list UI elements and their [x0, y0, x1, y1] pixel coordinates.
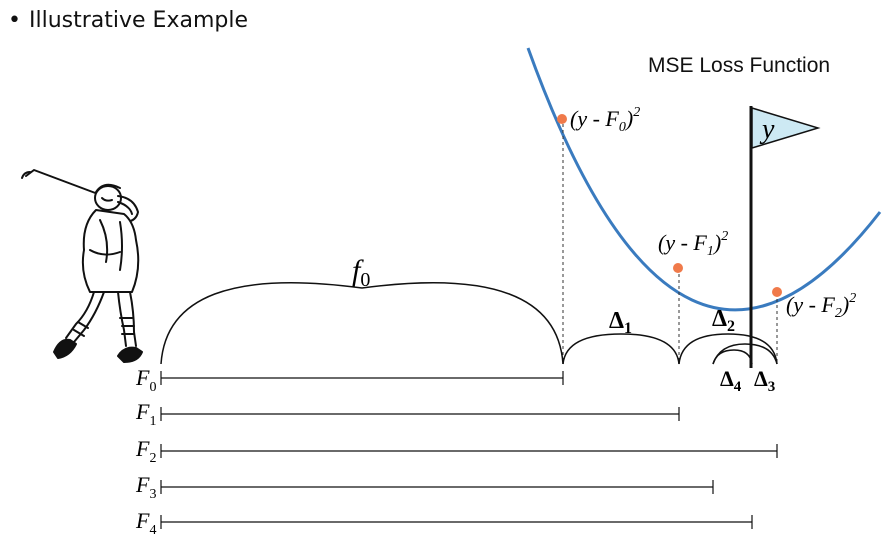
F-row-0: F0 — [135, 365, 564, 395]
bullet-dot: • — [8, 8, 21, 33]
F-row-1: F1 — [135, 399, 680, 429]
label-delta1: Δ1 — [609, 308, 632, 337]
step-arcs — [160, 282, 778, 365]
loss-label-F1: (y - F1)2 — [658, 229, 728, 259]
F-row-3: F3 — [135, 472, 714, 502]
bullet-heading: • Illustrative Example — [8, 8, 248, 33]
label-delta2: Δ2 — [712, 306, 735, 335]
label-f0: f0 — [352, 254, 370, 291]
F-row-4: F4 — [135, 508, 753, 538]
arc-delta1 — [562, 333, 680, 365]
row-label: F4 — [135, 508, 156, 538]
loss-label-F0: (y - F0)2 — [570, 105, 640, 135]
F-row-2: F2 — [135, 436, 778, 466]
loss-label-F2: (y - F2)2 — [786, 291, 856, 321]
row-label: F3 — [135, 472, 156, 502]
loss-point-F1 — [673, 263, 683, 273]
flag-icon: y — [749, 106, 821, 368]
golfer-legs — [65, 291, 95, 339]
flag-pennant — [751, 106, 821, 150]
golfer-shoes — [53, 338, 77, 359]
loss-point-F2 — [772, 287, 782, 297]
row-label: F2 — [135, 436, 156, 466]
arc-delta4 — [712, 349, 753, 365]
loss-function-title: MSE Loss Function — [648, 54, 831, 77]
row-label: F1 — [135, 399, 156, 429]
golf-club — [25, 169, 99, 195]
loss-point-F0 — [557, 114, 567, 124]
golfer-head — [94, 185, 122, 211]
arc-f0 — [160, 282, 564, 365]
arc-delta2 — [678, 333, 778, 365]
flag-label: y — [759, 114, 775, 145]
label-delta3: Δ3 — [754, 366, 775, 395]
label-delta4: Δ4 — [720, 366, 742, 395]
mse-loss-curve — [526, 47, 882, 312]
arc-delta3 — [712, 343, 778, 365]
row-label: F0 — [135, 365, 156, 395]
dashed-projection-lines — [562, 118, 778, 362]
golfer-illustration — [21, 169, 143, 363]
heading-text: Illustrative Example — [28, 8, 248, 33]
golfer-coat — [81, 209, 140, 293]
